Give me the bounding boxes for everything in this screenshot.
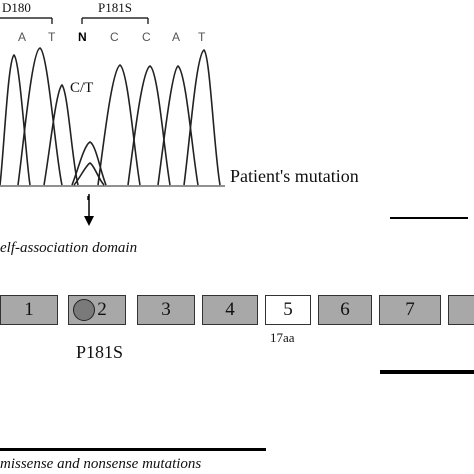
- exon-4: 4: [202, 295, 258, 325]
- domain-label: elf-association domain: [0, 240, 138, 256]
- scale-bar-thick: [380, 370, 474, 374]
- trace-peak: [183, 49, 221, 186]
- exon-2: 2: [68, 295, 126, 325]
- codon-label-p181s: P181S: [98, 0, 132, 15]
- base-letter: C: [110, 30, 119, 44]
- chromatogram-trace: [0, 47, 225, 187]
- exon-6: 6: [318, 295, 372, 325]
- trace-peak: [0, 53, 31, 186]
- exon-8-partial: [448, 295, 474, 325]
- base-letter: T: [198, 30, 206, 44]
- sequence-trace-figure: [0, 17, 225, 200]
- trace-peak: [157, 65, 199, 186]
- exon-number: 4: [225, 299, 235, 320]
- base-letter-ambiguous: N: [78, 30, 87, 44]
- down-arrow-icon: [84, 194, 94, 226]
- exon-number: 7: [405, 299, 415, 320]
- exon-number: 6: [340, 299, 350, 320]
- trace-peak: [17, 47, 63, 186]
- exon-number: 5: [283, 299, 293, 320]
- codon-label-d180: D180: [2, 0, 31, 15]
- trace-peak: [97, 64, 141, 186]
- heterozygous-label: C/T: [70, 80, 94, 96]
- exon-1: 1: [0, 295, 58, 325]
- exon-number: 1: [24, 299, 34, 320]
- trace-peak: [43, 83, 79, 186]
- base-letter: T: [48, 30, 56, 44]
- exon-number: 2: [97, 299, 107, 320]
- base-letter: A: [172, 30, 181, 44]
- scale-bar-thin: [390, 217, 468, 219]
- region-bar: [0, 448, 266, 451]
- bottom-caption: missense and nonsense mutations: [0, 456, 202, 472]
- trace-caption: Patient's mutation: [230, 166, 359, 186]
- exon-7: 7: [379, 295, 441, 325]
- exon-3: 3: [137, 295, 195, 325]
- exon-5: 5: [265, 295, 311, 325]
- mutation-label: P181S: [76, 342, 124, 362]
- exon-number: 3: [161, 299, 171, 320]
- mutation-marker: [73, 299, 95, 321]
- trace-peak: [127, 65, 171, 186]
- exon5-note: 17aa: [270, 330, 295, 345]
- trace-peak: [71, 141, 107, 186]
- base-letter: A: [18, 30, 27, 44]
- base-letter: C: [142, 30, 151, 44]
